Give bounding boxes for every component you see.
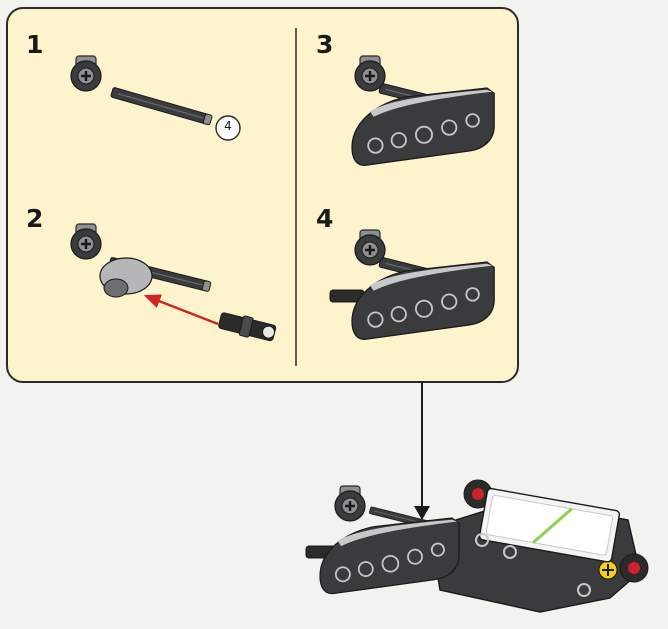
step-1-number: 1 bbox=[26, 30, 44, 59]
assembly-down-arrowhead bbox=[414, 506, 430, 520]
step-4-assembly bbox=[329, 228, 496, 341]
step-3-number: 3 bbox=[316, 30, 334, 59]
step-1-assembly bbox=[69, 54, 241, 141]
step-4-number: 4 bbox=[316, 204, 334, 233]
step-2-number: 2 bbox=[26, 204, 44, 233]
insertion-arrow bbox=[143, 294, 219, 326]
final-model-assembly bbox=[305, 479, 649, 613]
part-count-label: 4 bbox=[224, 119, 232, 133]
step-2-assembly bbox=[69, 222, 277, 342]
part-count-circle bbox=[215, 115, 241, 141]
